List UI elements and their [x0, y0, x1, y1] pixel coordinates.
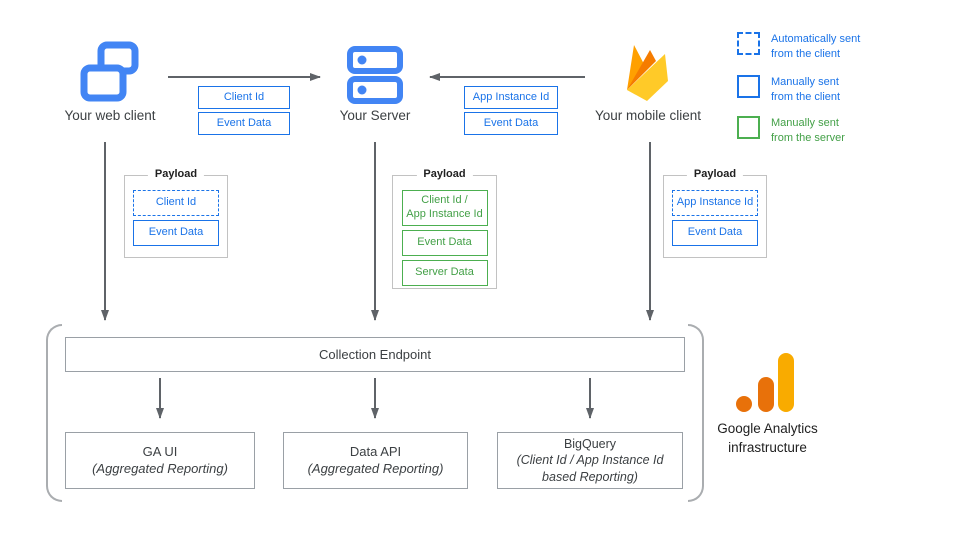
legend-item-manual-server: Manually sent from the server: [737, 116, 845, 146]
legend-item-manual-client: Manually sent from the client: [737, 75, 840, 105]
server-label: Your Server: [339, 108, 411, 123]
web-payload-box: Payload Client Id Event Data: [124, 168, 228, 258]
google-analytics-logo: [732, 350, 796, 414]
infrastructure-bracket-left: [46, 324, 62, 502]
legend-label: Manually sent from the server: [771, 117, 845, 144]
output-subtitle: (Aggregated Reporting): [92, 460, 228, 476]
payload-tag-client-or-app-instance-id: Client Id / App Instance Id: [401, 190, 488, 226]
infrastructure-bracket-right: [688, 324, 704, 502]
payload-tag-event-data: Event Data: [672, 220, 758, 246]
flow-tag-event-data: Event Data: [198, 112, 290, 135]
flow-tag-event-data: Event Data: [464, 112, 558, 135]
legend-label: Manually sent from the client: [771, 76, 841, 103]
flow-tag-app-instance-id: App Instance Id: [464, 86, 558, 109]
output-subtitle: (Client Id / App Instance Id based Repor…: [516, 453, 664, 484]
payload-tag-app-instance-id: App Instance Id: [672, 190, 758, 216]
output-title: BigQuery: [563, 437, 617, 452]
google-analytics-infrastructure-label: Google Analytics infrastructure: [717, 421, 818, 455]
legend-label: Automatically sent from the client: [771, 33, 861, 60]
payload-title: Payload: [686, 168, 744, 180]
flow-tag-client-id: Client Id: [198, 86, 290, 109]
payload-tag-event-data: Event Data: [401, 230, 488, 256]
payload-tag-client-id: Client Id: [133, 190, 219, 216]
output-title: GA UI: [142, 443, 178, 459]
ga-ui-box: GA UI (Aggregated Reporting): [65, 432, 255, 489]
mobile-client-label: Your mobile client: [594, 108, 702, 123]
mobile-payload-box: Payload App Instance Id Event Data: [663, 168, 767, 258]
payload-title: Payload: [147, 168, 205, 180]
legend-item-auto-client: Automatically sent from the client: [737, 32, 860, 62]
server-payload-box: Payload Client Id / App Instance Id Even…: [392, 168, 497, 289]
solid-green-swatch-icon: [737, 116, 760, 139]
data-api-box: Data API (Aggregated Reporting): [283, 432, 468, 489]
output-subtitle: (Aggregated Reporting): [307, 460, 444, 476]
firebase-flame-icon: [620, 41, 675, 104]
payload-title: Payload: [416, 168, 473, 180]
output-title: Data API: [349, 443, 402, 459]
payload-tag-event-data: Event Data: [133, 220, 219, 246]
solid-blue-swatch-icon: [737, 75, 760, 98]
collection-endpoint-box: Collection Endpoint: [65, 337, 685, 372]
dashed-blue-swatch-icon: [737, 32, 760, 55]
bigquery-box: BigQuery (Client Id / App Instance Id ba…: [497, 432, 683, 489]
web-client-label: Your web client: [64, 108, 156, 123]
payload-tag-server-data: Server Data: [401, 260, 488, 286]
browser-windows-icon: [80, 40, 140, 104]
server-stack-icon: [347, 46, 403, 104]
